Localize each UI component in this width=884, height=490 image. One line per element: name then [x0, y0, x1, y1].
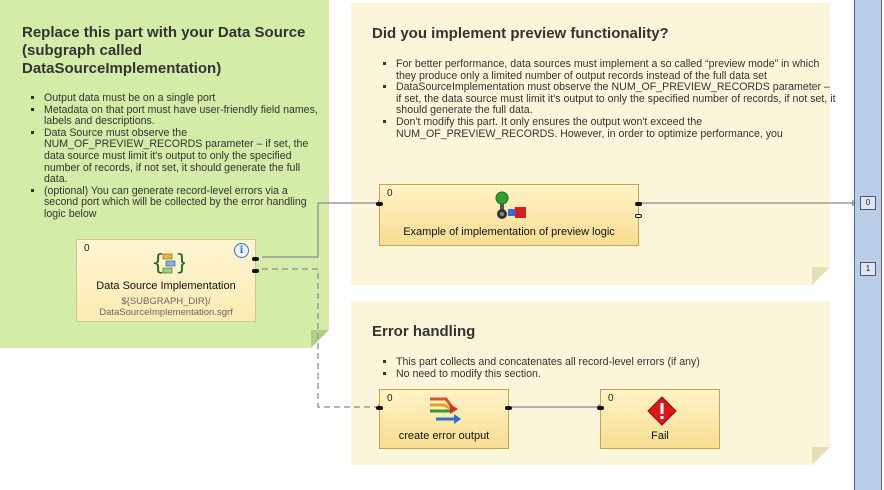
- component-label: Data Source Implementation: [96, 280, 236, 292]
- error-note-list: This part collects and concatenates all …: [374, 356, 836, 381]
- list-item: DataSourceImplementation must observe th…: [396, 81, 836, 117]
- svg-text:}: }: [175, 251, 185, 276]
- fail-component[interactable]: 0 Fail: [597, 389, 720, 449]
- list-item: Don't modify this part. It only ensures …: [396, 116, 836, 140]
- list-item: Output data must be on a single port: [44, 92, 322, 105]
- subgraph-icon: { }: [151, 251, 185, 276]
- phase-number: 0: [387, 188, 393, 199]
- preview-note-title: Did you implement preview functionality?: [372, 25, 669, 42]
- data-source-note-title: Replace this part with your Data Source …: [22, 24, 306, 77]
- filter-icon: [495, 191, 526, 219]
- concatenate-icon: [430, 397, 461, 424]
- list-item: Metadata on that port must have user-fri…: [44, 104, 322, 128]
- component-label: create error output: [398, 430, 490, 442]
- note-fold-shadow: [812, 447, 830, 465]
- list-item: This part collects and concatenates all …: [396, 356, 836, 369]
- list-item: No need to modify this section.: [396, 368, 836, 381]
- edge-source-to-error: [262, 268, 378, 408]
- fail-icon: [647, 396, 677, 426]
- input-port[interactable]: [376, 202, 383, 206]
- output-edge-port[interactable]: 0: [860, 196, 876, 210]
- error-note-title: Error handling: [372, 323, 476, 340]
- input-port[interactable]: [597, 406, 604, 410]
- create-error-output-component[interactable]: 0 create error output: [376, 389, 512, 449]
- phase-number: 0: [84, 243, 90, 254]
- output-port[interactable]: [252, 269, 259, 273]
- list-item: Data Source must observe the NUM_OF_PREV…: [44, 127, 322, 186]
- phase-number: 0: [608, 393, 614, 404]
- output-port[interactable]: [635, 214, 642, 218]
- svg-text:{: {: [151, 251, 165, 276]
- list-item: For better performance, data sources mus…: [396, 58, 836, 82]
- component-path: DataSourceImplementation.sgrf: [99, 307, 233, 318]
- info-icon[interactable]: i: [234, 243, 249, 258]
- component-label: Example of implementation of preview log…: [403, 226, 615, 238]
- phase-number: 0: [387, 393, 393, 404]
- subgraph-output-bar: 0 1: [854, 0, 882, 490]
- output-edge-port[interactable]: 1: [860, 262, 876, 276]
- list-item: (optional) You can generate record-level…: [44, 185, 322, 221]
- note-fold-shadow: [311, 330, 329, 348]
- output-port[interactable]: [635, 202, 642, 206]
- output-port[interactable]: [252, 257, 259, 261]
- component-path: ${SUBGRAPH_DIR}/: [121, 296, 211, 307]
- preview-logic-component[interactable]: 0 Example of implementation of preview l…: [376, 184, 642, 246]
- input-port[interactable]: [376, 406, 383, 410]
- output-port[interactable]: [505, 406, 512, 410]
- note-fold-shadow: [812, 267, 830, 285]
- data-source-implementation-component[interactable]: 0 i { } Data Source Implementation ${SUB…: [76, 239, 259, 322]
- component-label: Fail: [651, 430, 669, 442]
- edge-source-to-preview: [262, 202, 378, 258]
- preview-note-list: For better performance, data sources mus…: [374, 58, 836, 140]
- data-source-note-list: Output data must be on a single port Met…: [22, 92, 322, 221]
